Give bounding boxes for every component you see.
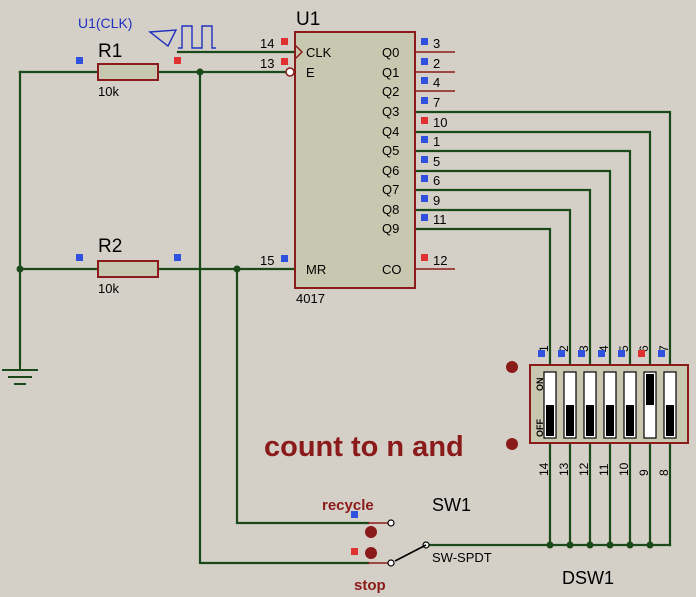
sw-part: SW-SPDT [432,550,492,565]
dsw-bottom-pin-8: 8 [657,469,671,476]
annotation-text: count to n and [264,431,464,463]
dsw-off-button-icon[interactable] [506,438,518,450]
dsw-toggles [543,371,677,439]
dsw-bottom-pin-14: 14 [537,462,551,476]
q3-wire [413,110,672,365]
dsw-on-label: ON [535,378,545,392]
pin-name-q0: Q0 [382,45,399,60]
dsw-bottom-pin-9: 9 [637,469,651,476]
sw-lever [394,544,427,562]
probe-arrow-icon [148,29,178,48]
probe-label: U1(CLK) [78,15,132,31]
dsw-top-pin-2: 2 [557,345,571,352]
pin-num-q9: 11 [433,212,447,227]
pin-name-q5: Q5 [382,143,399,158]
enable-inversion-bubble [285,67,295,77]
sw-ref: SW1 [432,495,471,515]
pin-name-q1: Q1 [382,65,399,80]
pin-num-q7: 6 [433,173,440,188]
dsw-bottom-pin-12: 12 [577,462,591,476]
r2-value: 10k [98,281,119,296]
switch-sw1[interactable]: recycle stop SW1 SW-SPDT [322,495,492,594]
dsw-top-pin-4: 4 [597,345,611,352]
clock-edge-icon [294,44,304,60]
mr-net-wire [235,267,370,525]
q5-wire [413,149,632,365]
clock-probe[interactable]: U1(CLK) [78,15,216,49]
dsw-off-label: OFF [535,419,545,437]
dsw-top-pin-5: 5 [617,345,631,352]
resistor-r2[interactable]: R2 10k [76,236,181,296]
pin-num-q6: 5 [433,154,440,169]
dsw-bottom-pin-11: 11 [597,463,611,476]
pin-name-q8: Q8 [382,202,399,217]
sw-stop-label: stop [354,577,386,594]
q6-wire [413,169,612,365]
pin-num-mr: 15 [260,253,274,268]
square-wave-icon [178,25,216,49]
enable-net-wire [198,70,370,565]
pin-num-q8: 9 [433,193,440,208]
pin-num-q1: 2 [433,56,440,71]
pin-num-q0: 3 [433,36,440,51]
q7-wire [413,188,592,365]
pin-name-co: CO [382,262,402,277]
pin-num-q2: 4 [433,75,440,90]
dsw-top-pin-6: 6 [637,345,651,352]
unused-output-stubs [415,51,455,270]
junction-dots [16,68,654,549]
pin-num-q4: 10 [433,115,447,130]
r1-ref: R1 [98,41,122,62]
dsw-top-pin-3: 3 [577,345,591,352]
dsw-top-pin-7: 7 [657,345,671,352]
pin-name-mr: MR [306,262,326,277]
pin-num-q5: 1 [433,134,440,149]
dsw-bottom-wires [548,443,672,547]
stop-button-icon[interactable] [365,547,377,559]
ic-u1-4017[interactable]: U1 4017 14 CLK 13 E 15 MR Q0 Q1 Q2 Q3 [260,9,455,306]
q9-wire [413,227,552,365]
wires [18,50,672,565]
dsw-on-button-icon[interactable] [506,361,518,373]
ground-symbol[interactable] [2,365,38,385]
pin-name-q6: Q6 [382,163,399,178]
sw-recycle-label: recycle [322,497,374,514]
dsw-ref: DSW1 [562,568,614,588]
u1-part: 4017 [296,291,325,306]
pin-num-q3: 7 [433,95,440,110]
pin-name-q3: Q3 [382,104,399,119]
sw-contact-leads [368,522,388,564]
dip-switch-dsw1[interactable]: 1 2 3 4 5 6 7 ON OFF [529,345,689,588]
dsw-bottom-pin-13: 13 [557,462,571,476]
u1-ref: U1 [296,9,320,30]
r2-ref: R2 [98,236,122,257]
recycle-button-icon[interactable] [365,526,377,538]
pin-name-q4: Q4 [382,124,399,139]
pin-num-e: 13 [260,56,274,71]
pin-name-e: E [306,65,315,80]
pin-name-q2: Q2 [382,84,399,99]
pin-name-clk: CLK [306,45,332,60]
q4-wire [413,130,652,365]
pin-num-clk: 14 [260,36,274,51]
dsw-bottom-pin-10: 10 [617,462,631,476]
pin-name-q7: Q7 [382,182,399,197]
u1-body [294,31,416,289]
resistor-r1[interactable]: R1 10k [76,41,181,99]
dsw-top-pin-1: 1 [537,345,551,352]
r1-value: 10k [98,84,119,99]
pin-num-co: 12 [433,253,447,268]
pin-name-q9: Q9 [382,221,399,236]
q8-wire [413,208,572,365]
